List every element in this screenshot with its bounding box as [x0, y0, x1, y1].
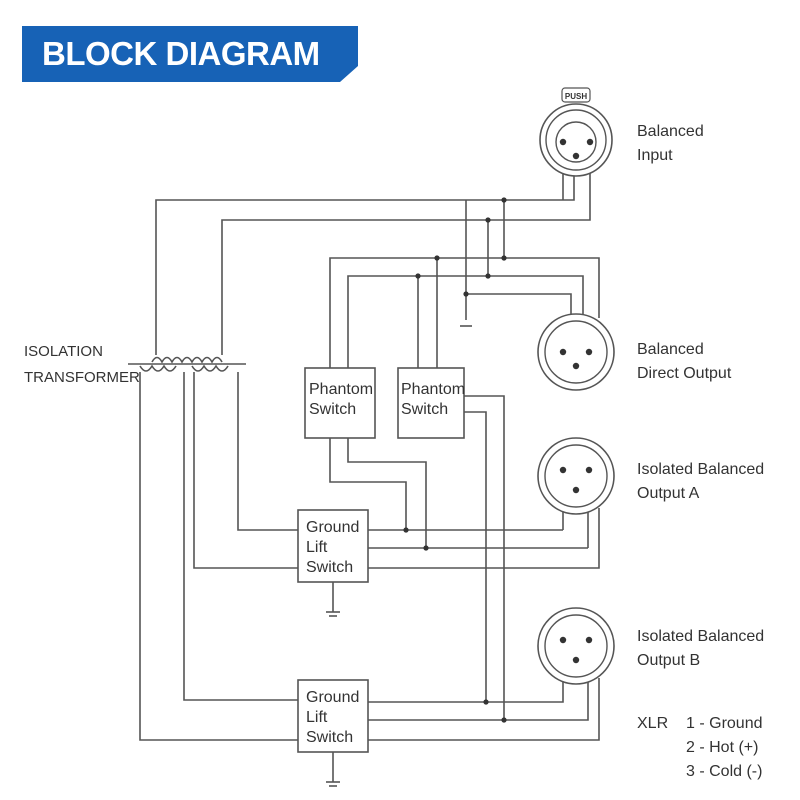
wire-gl2-out-cold — [368, 678, 600, 741]
xlr-input-socket — [555, 121, 597, 163]
junction-dot — [485, 217, 491, 223]
phantom-switch-2-line2: Switch — [401, 401, 448, 418]
junction-dot — [485, 273, 491, 279]
secondary-wiring — [139, 372, 298, 741]
legend-pin-1: 1 - Ground — [686, 715, 762, 732]
ground-lift-2-line2: Lift — [306, 709, 328, 726]
xlr-pin — [585, 348, 593, 356]
output-a-label-line2: Output A — [637, 485, 700, 502]
xlr-output-b-connector[interactable] — [537, 607, 615, 685]
wire-phantom1-right — [347, 438, 427, 548]
ground-lift-switch-2[interactable] — [297, 679, 369, 753]
xlr-direct-outer-ring — [537, 313, 615, 391]
phantom-wiring — [329, 395, 505, 720]
wire-gl1-out-cold — [368, 508, 600, 569]
xlr-b-inner-ring — [544, 614, 608, 678]
wire-sec-a-cold — [193, 372, 298, 569]
transformer-label-line2: TRANSFORMER — [24, 369, 140, 386]
title-banner-shape — [22, 26, 358, 82]
xlr-pin — [585, 636, 593, 644]
input-label-line2: Input — [637, 147, 673, 164]
xlr-pin — [572, 486, 580, 494]
xlr-input-inner-ring — [545, 109, 607, 171]
ground-lift-2-line1: Ground — [306, 689, 359, 706]
junction-dot — [423, 545, 429, 551]
transformer-label-line1: ISOLATION — [24, 343, 103, 360]
input-wiring — [155, 172, 600, 370]
direct-output-label-line1: Balanced — [637, 341, 704, 358]
wire-phantom2-out-a — [464, 395, 505, 720]
xlr-pin — [572, 152, 580, 160]
legend-pin-2: 2 - Hot (+) — [686, 739, 758, 756]
junction-dot — [501, 255, 507, 261]
transformer-secondary-coil-a — [139, 364, 177, 372]
input-label-line1: Balanced — [637, 123, 704, 140]
wire-sec-b-cold — [139, 372, 298, 741]
phantom-switch-1-line1: Phantom — [309, 381, 373, 398]
junction-dot — [434, 255, 440, 261]
push-latch-label: PUSH — [565, 92, 587, 101]
ground-lift-1-line1: Ground — [306, 519, 359, 536]
ground-lift-switch-1[interactable] — [297, 509, 369, 583]
xlr-input-outer-ring — [539, 103, 613, 177]
wire-sec-b-hot — [183, 372, 298, 701]
wire-input-hot — [155, 172, 575, 355]
xlr-pin — [559, 138, 567, 146]
xlr-pin — [559, 466, 567, 474]
title-banner — [22, 26, 358, 82]
ground-lift-1-line3: Switch — [306, 559, 353, 576]
xlr-output-a-connector[interactable] — [537, 437, 615, 515]
phantom-switch-2-line1: Phantom — [401, 381, 465, 398]
page-title: BLOCK DIAGRAM — [42, 35, 320, 72]
wire-direct-ground-pin — [466, 293, 572, 318]
wire-input-cold — [221, 172, 591, 355]
output-b-wiring — [326, 678, 600, 787]
xlr-input-connector[interactable] — [539, 87, 613, 177]
junction-dot — [463, 291, 469, 297]
junction-dot — [403, 527, 409, 533]
ground-lift-2-line3: Switch — [306, 729, 353, 746]
phantom-switch-1-line2: Switch — [309, 401, 356, 418]
junction-dots — [403, 197, 507, 723]
ground-lift-1-line2: Lift — [306, 539, 328, 556]
xlr-direct-inner-ring — [544, 320, 608, 384]
wire-gl2-out-ground — [368, 678, 589, 721]
wire-direct-hot — [329, 257, 600, 370]
xlr-pin — [585, 466, 593, 474]
output-b-label-line2: Output B — [637, 652, 700, 669]
transformer-secondary-coil-b — [191, 364, 229, 372]
wire-gl2-out-hot — [368, 678, 564, 703]
xlr-direct-output-connector[interactable] — [537, 313, 615, 391]
phantom-switch-1[interactable] — [304, 367, 376, 439]
xlr-pin — [559, 636, 567, 644]
xlr-pin — [559, 348, 567, 356]
xlr-a-outer-ring — [537, 437, 615, 515]
wire-phantom1-left — [329, 438, 407, 530]
junction-dot — [483, 699, 489, 705]
xlr-a-inner-ring — [544, 444, 608, 508]
direct-output-label-line2: Direct Output — [637, 365, 732, 382]
output-b-label-line1: Isolated Balanced — [637, 628, 764, 645]
xlr-pin — [572, 656, 580, 664]
xlr-pin — [586, 138, 594, 146]
wire-phantom2-out-b — [464, 411, 487, 702]
junction-dot — [415, 273, 421, 279]
output-a-label-line1: Isolated Balanced — [637, 461, 764, 478]
phantom-switch-2[interactable] — [397, 367, 465, 439]
wire-sec-a-hot — [237, 372, 298, 531]
xlr-pin — [572, 362, 580, 370]
junction-dot — [501, 197, 507, 203]
legend-title: XLR — [637, 715, 668, 732]
isolation-transformer — [128, 356, 246, 372]
junction-dot — [501, 717, 507, 723]
transformer-primary-coil — [151, 356, 223, 364]
legend-pin-3: 3 - Cold (-) — [686, 763, 762, 780]
push-latch[interactable] — [561, 87, 591, 103]
xlr-b-outer-ring — [537, 607, 615, 685]
